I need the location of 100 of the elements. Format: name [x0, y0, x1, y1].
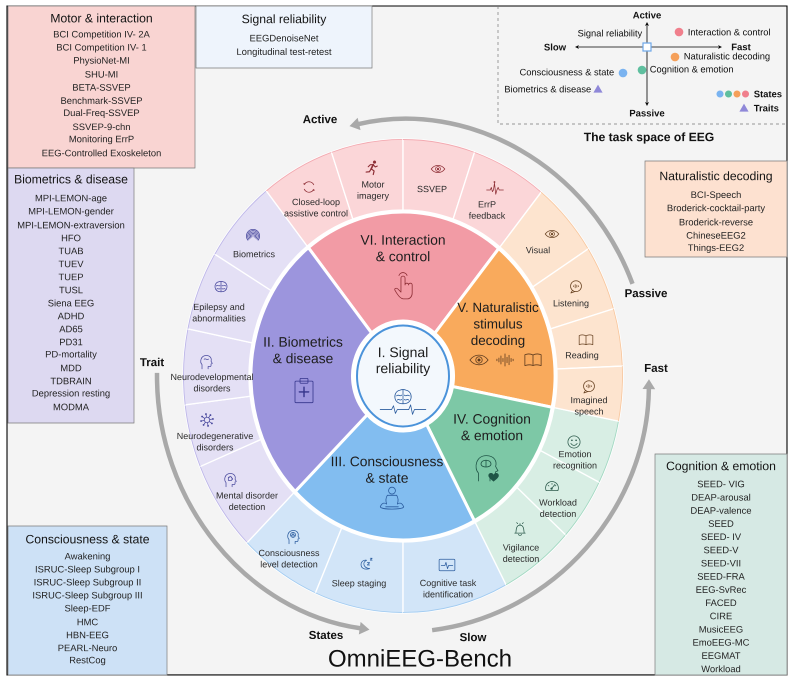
sector-label: III. Consciousness & state	[332, 456, 443, 483]
sector-label: VI. Interaction & control	[360, 234, 445, 262]
arrow-label: Slow	[460, 632, 486, 642]
point-label: Cognition & emotion	[650, 66, 733, 74]
dataset-name: SEED-VII	[701, 560, 740, 567]
task-sector: Reading	[550, 308, 624, 370]
dataset-name: SEED	[708, 520, 734, 527]
dataset-name: DEAP-valence	[691, 506, 752, 514]
sector-label: II. Biometrics & disease	[264, 336, 342, 364]
dataset-name: EEG-SvRec	[696, 586, 746, 593]
dataset-name: PD31	[60, 338, 82, 346]
arrow-label: Trait	[140, 358, 164, 366]
legend-label: States	[754, 90, 782, 98]
dataset-name: Siena EEG	[48, 300, 94, 306]
dataset-name: TUSL	[59, 286, 83, 294]
arrow-label: Active	[303, 114, 337, 124]
dataset-name: MusicEEG	[700, 626, 742, 633]
axis-label: Fast	[732, 44, 751, 50]
point-label: Signal reliability	[578, 30, 642, 38]
dataset-name: MDD	[61, 364, 82, 372]
dataset-name: BETA-SSVEP	[73, 84, 130, 91]
dataset-name: Broderick-reverse	[680, 218, 753, 226]
box-heading: Motor & interaction	[51, 14, 152, 22]
dataset-name: EEG-Controlled Exoskeleton	[42, 149, 161, 156]
dataset-name: FACED	[706, 599, 736, 606]
dataset-name: AD65	[59, 326, 82, 332]
legend-label: Traits	[754, 104, 778, 112]
dataset-name: Awakening	[64, 552, 110, 562]
dataset-name: Sleep-EDF	[64, 604, 110, 614]
dataset-name: ChineseEEG2	[686, 232, 746, 239]
dataset-name: BCI-Speech	[691, 191, 741, 200]
dataset-name: HMC	[78, 618, 98, 626]
dataset-name: SEED-FRA	[698, 573, 745, 580]
point-label: Biometrics & disease	[505, 86, 591, 92]
dataset-name: PD-mortality	[46, 350, 97, 360]
dataset-box	[8, 6, 196, 168]
dataset-name: MPI-LEMON-extraversion	[18, 222, 124, 228]
task-sector: Imagined speech	[554, 365, 624, 422]
box-heading: Naturalistic decoding	[660, 171, 772, 183]
dataset-name: ADHD	[58, 312, 84, 320]
dataset-name: MPI-LEMON-gender	[28, 208, 114, 216]
dataset-name: ISRUC-Sleep Subgroup II	[34, 578, 140, 588]
dataset-name: TUAB	[58, 248, 84, 254]
dataset-name: HBN-EEG	[66, 632, 108, 638]
dataset-name: SEED-V	[704, 546, 738, 554]
dataset-name: Dual-Freq-SSVEP	[64, 109, 140, 118]
dataset-name: DEAP-arousal	[692, 494, 750, 501]
dataset-name: PhysioNet-MI	[74, 56, 129, 66]
dataset-name: MODMA	[54, 404, 89, 410]
dataset-name: EEGMAT	[702, 652, 740, 659]
dataset-name: Things-EEG2	[688, 244, 744, 253]
dataset-name: SEED- VIG	[698, 480, 744, 488]
dataset-name: TDBRAIN	[50, 378, 91, 384]
dataset-name: Longitudinal test-retest	[237, 48, 332, 57]
dataset-name: Depression resting	[32, 390, 110, 398]
dataset-name: ISRUC-Sleep Subgroup I	[36, 566, 140, 574]
panel-title: The task space of EEG	[584, 132, 714, 144]
dataset-name: Monitoring ErrP	[70, 135, 134, 144]
dataset-name: TUEP	[58, 274, 84, 280]
sector-label: V. Naturalistic stimulus decoding	[457, 302, 538, 348]
box-heading: Cognition & emotion	[666, 461, 776, 473]
dataset-name: ISRUC-Sleep Subgroup III	[33, 592, 142, 600]
dataset-box	[196, 6, 372, 68]
task-sector: Closed-loop assistive control	[265, 151, 354, 247]
dataset-name: BCI Competition IV- 2A	[54, 30, 150, 40]
dataset-name: MPI-LEMON-age	[36, 194, 107, 204]
dataset-name: SHU-MI	[85, 70, 118, 78]
dataset-name: Benchmark-SSVEP	[61, 97, 142, 104]
title: OmniEEG-Bench	[329, 649, 510, 667]
box-heading: Consciousness & state	[26, 534, 149, 544]
axis-label: Slow	[544, 44, 566, 50]
dataset-box	[8, 168, 134, 424]
sector-label: I. Signal reliability	[376, 346, 430, 376]
task-sector: ErrP feedback	[452, 151, 542, 248]
axis-label: Active	[632, 12, 661, 18]
dataset-box	[654, 454, 788, 676]
point-label: Interaction & control	[688, 28, 770, 36]
dataset-box	[644, 160, 788, 258]
dataset-name: SSVEP-9-chn	[72, 123, 130, 130]
arrow-label: Fast	[644, 364, 668, 372]
dataset-box	[8, 526, 168, 676]
dataset-name: Broderick-cocktail-party	[668, 204, 766, 214]
dataset-name: TUEV	[58, 260, 84, 268]
dataset-name: RestCog	[70, 656, 106, 666]
box-heading: Signal reliability	[242, 14, 326, 26]
box-heading: Biometrics & disease	[15, 174, 128, 184]
dataset-name: Workload	[701, 665, 740, 672]
point-label: Consciousness & state	[520, 68, 614, 76]
dataset-name: SEED- IV	[701, 533, 742, 540]
dataset-name: EEGDenoiseNet	[250, 34, 318, 42]
axis-label: Passive	[630, 110, 664, 116]
dataset-name: HFO	[62, 234, 80, 242]
dataset-name: BCI Competition IV- 1	[57, 44, 146, 52]
arrow-label: States	[309, 630, 343, 640]
dataset-name: PEARL-Neuro	[58, 644, 117, 652]
dataset-name: EmoEEG-MC	[693, 639, 750, 646]
sector-label: IV. Cognition & emotion	[454, 414, 530, 440]
arrow-label: Passive	[625, 288, 668, 298]
dataset-name: CIRE	[710, 612, 732, 620]
point-label: Naturalistic decoding	[684, 52, 770, 62]
